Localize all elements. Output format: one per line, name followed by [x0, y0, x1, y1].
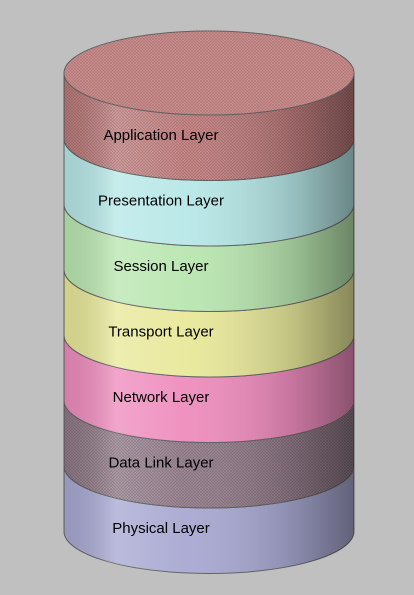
top-cap-texture [64, 31, 354, 115]
layer-data-link-layer: Data Link Layer [63, 400, 355, 509]
layer-label: Data Link Layer [108, 455, 213, 472]
layer-network-layer: Network Layer [63, 334, 355, 443]
cylinder-top-cap [63, 30, 355, 116]
layer-label: Transport Layer [108, 324, 213, 341]
layer-session-layer: Session Layer [63, 203, 355, 312]
layer-shading [64, 269, 354, 377]
layer-label: Physical Layer [112, 520, 210, 537]
layer-texture [64, 400, 354, 508]
layer-label: Presentation Layer [98, 193, 224, 210]
layer-presentation-layer: Presentation Layer [63, 138, 355, 247]
layer-texture [64, 73, 354, 181]
layer-shading [64, 335, 354, 443]
layer-shading [64, 204, 354, 312]
top-cap-highlight [64, 31, 354, 115]
layer-physical-layer: Physical Layer [63, 465, 355, 574]
layer-shading [64, 466, 354, 574]
layer-shading [64, 138, 354, 246]
layer-transport-layer: Transport Layer [63, 269, 355, 378]
layer-label: Network Layer [113, 389, 210, 406]
layers-group: Physical Layer Data Link Layer Network Lay… [63, 30, 355, 574]
layer-application-layer: Application Layer [63, 72, 355, 181]
layer-label: Session Layer [113, 258, 208, 275]
layer-label: Application Layer [103, 127, 218, 144]
